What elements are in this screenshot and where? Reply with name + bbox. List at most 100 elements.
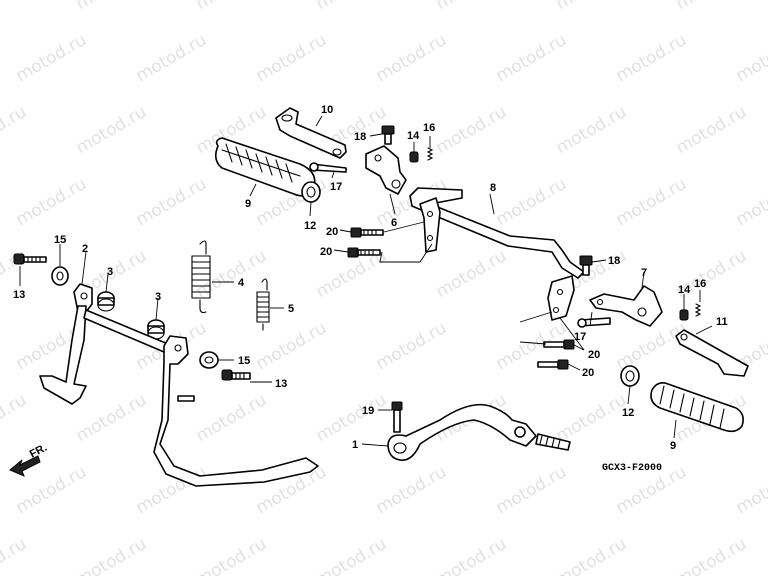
watermark-text: motod.ru: [193, 0, 271, 14]
watermark-text: motod.ru: [0, 102, 30, 158]
watermark-text: motod.ru: [493, 462, 571, 518]
part-bolt-13-left: [14, 254, 46, 264]
watermark-text: motod.ru: [0, 534, 30, 576]
callout-13: 13: [13, 289, 25, 301]
watermark-text: motod.ru: [73, 534, 151, 576]
callout-17: 17: [574, 331, 586, 343]
watermark-text: motod.ru: [193, 534, 271, 576]
watermark-text: motod.ru: [373, 318, 451, 374]
part-nut-14-upper: [410, 152, 418, 162]
diagram-code: GCX3-F2000: [602, 463, 662, 474]
callout-14: 14: [407, 130, 420, 142]
watermark-text: motod.ru: [613, 174, 691, 230]
part-pin-17-right: [578, 318, 610, 327]
part-bolt-19: [392, 402, 402, 432]
part-washer-12-right: [621, 366, 639, 386]
callout-4: 4: [238, 277, 245, 289]
callout-16: 16: [423, 122, 435, 134]
part-washer-15-mid: [200, 352, 218, 368]
callout-8: 8: [490, 182, 496, 194]
part-washer-12-upper: [302, 182, 320, 202]
part-spring-16-right: [696, 304, 700, 316]
watermark-text: motod.ru: [553, 390, 631, 446]
part-holder-6: [366, 146, 406, 194]
callout-2: 2: [82, 243, 88, 255]
watermark-text: motod.ru: [373, 462, 451, 518]
callout-9: 9: [670, 440, 676, 452]
watermark-text: motod.ru: [73, 102, 151, 158]
callout-9: 9: [245, 198, 251, 210]
part-washer-15-left: [52, 267, 68, 285]
watermark-text: motod.ru: [0, 0, 30, 14]
watermark-text: motod.ru: [73, 0, 151, 14]
part-pin-17-upper: [310, 163, 346, 172]
watermark-text: motod.ru: [433, 534, 511, 576]
callout-20: 20: [588, 349, 600, 361]
watermark-text: motod.ru: [433, 246, 511, 302]
part-nut-14-right: [680, 310, 688, 320]
watermark-text: motod.ru: [553, 102, 631, 158]
callout-12: 12: [622, 407, 634, 419]
watermark-text: motod.ru: [313, 534, 391, 576]
callout-18: 18: [354, 131, 366, 143]
watermark-text: motod.ru: [313, 0, 391, 14]
watermark-text: motod.ru: [73, 390, 151, 446]
part-bolt-18-upper: [382, 126, 394, 144]
callout-11: 11: [716, 316, 728, 328]
callout-20: 20: [582, 367, 594, 379]
watermark-text: motod.ru: [613, 318, 691, 374]
callout-13: 13: [275, 378, 287, 390]
watermark-text: motod.ru: [493, 30, 571, 86]
watermark-text: motod.ru: [673, 0, 751, 14]
callout-1: 1: [352, 439, 358, 451]
callout-3: 3: [107, 266, 113, 278]
callout-15: 15: [54, 234, 66, 246]
part-footpeg-9-upper: [216, 138, 315, 196]
watermark-text: motod.ru: [553, 0, 631, 14]
watermark-text: motod.ru: [553, 534, 631, 576]
callout-10: 10: [321, 104, 333, 116]
callout-16: 16: [694, 278, 706, 290]
watermark-text: motod.ru: [253, 30, 331, 86]
callout-18: 18: [608, 255, 620, 267]
watermark-text: motod.ru: [733, 174, 768, 230]
watermark-text: motod.ru: [313, 390, 391, 446]
watermark-text: motod.ru: [193, 390, 271, 446]
callout-20: 20: [320, 246, 332, 258]
front-direction-label: FR.: [28, 442, 49, 461]
callout-12: 12: [304, 220, 316, 232]
watermark-text: motod.ru: [673, 534, 751, 576]
part-brake-pedal-1: [388, 405, 570, 461]
part-spring-16-upper: [428, 148, 432, 160]
watermark-text: motod.ru: [373, 30, 451, 86]
callout-3: 3: [155, 291, 161, 303]
watermark-text: motod.ru: [733, 462, 768, 518]
watermark-text: motod.ru: [493, 174, 571, 230]
watermark-text: motod.ru: [13, 174, 91, 230]
watermark-text: motod.ru: [673, 102, 751, 158]
callout-15: 15: [238, 355, 250, 367]
callout-14: 14: [678, 284, 691, 296]
part-bolt-13-mid: [222, 370, 250, 380]
part-bolts-20-upper: [348, 228, 383, 257]
watermark-text: motod.ru: [0, 390, 30, 446]
watermark-text: motod.ru: [433, 0, 511, 14]
watermark-text: motod.ru: [613, 30, 691, 86]
callout-19: 19: [362, 405, 374, 417]
watermark-text: motod.ru: [433, 102, 511, 158]
watermark-text: motod.ru: [253, 318, 331, 374]
callout-7: 7: [641, 267, 647, 279]
watermark-text: motod.ru: [133, 30, 211, 86]
callout-20: 20: [326, 226, 338, 238]
part-spring-5: [257, 279, 269, 330]
callout-6: 6: [391, 217, 397, 229]
callout-17: 17: [330, 181, 342, 193]
part-bracket-11: [676, 330, 748, 376]
part-collar-3-left: [98, 292, 114, 311]
watermark-text: motod.ru: [13, 30, 91, 86]
callout-5: 5: [288, 303, 294, 315]
watermark-text: motod.ru: [733, 30, 768, 86]
